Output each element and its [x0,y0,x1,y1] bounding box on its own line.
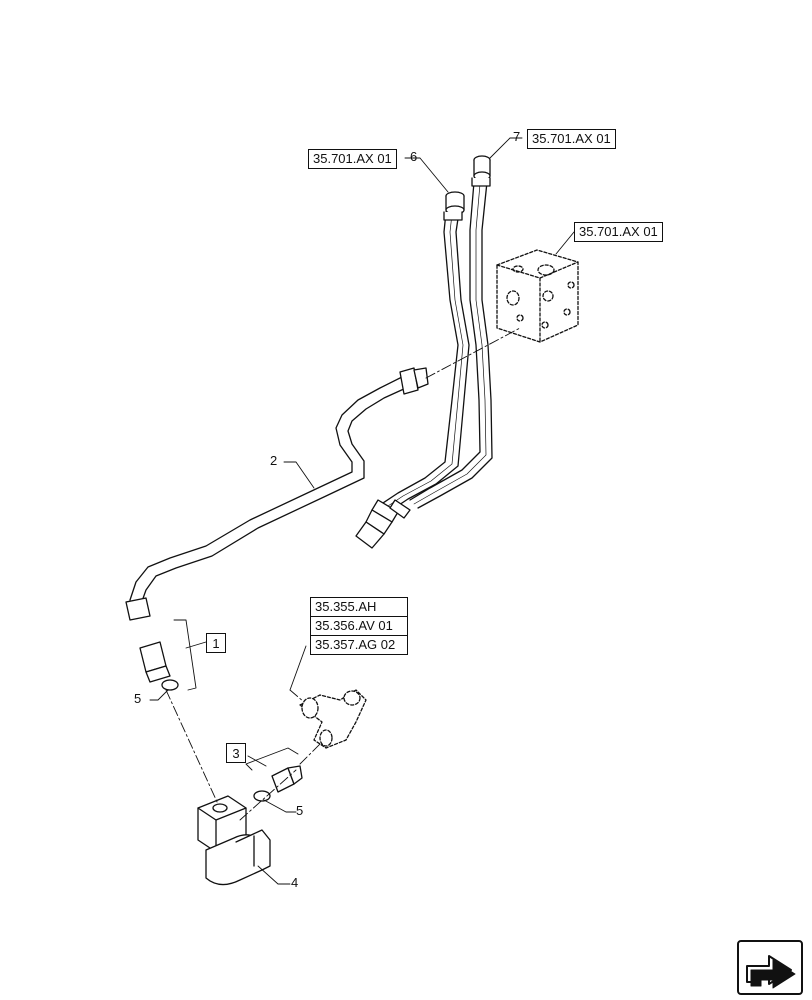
tube-6 [379,211,470,512]
tube-2-upper-fitting [399,367,429,395]
o-ring-5-upper [161,679,179,691]
callout-5-upper: 5 [134,691,142,706]
next-page-button[interactable] [737,940,803,995]
callout-2: 2 [270,453,278,468]
callout-7: 7 [513,129,521,144]
elbow-fitting [299,689,367,749]
tube-7 [409,181,493,509]
fitting-7 [471,155,491,187]
ref-box-tube-6[interactable]: 35.701.AX 01 [308,149,397,169]
callout-4: 4 [291,875,299,890]
callout-1: 1 [206,633,226,653]
tube-2-lower-fitting [125,597,151,621]
o-ring-5-lower [253,790,271,802]
tube-end-fittings [355,499,411,549]
ref-box-elbow-2[interactable]: 35.356.AV 01 [310,616,408,636]
ref-box-valve-block[interactable]: 35.701.AX 01 [574,222,663,242]
fitting-1 [139,641,171,683]
ref-box-elbow-3[interactable]: 35.357.AG 02 [310,635,408,655]
tube-2 [129,375,407,605]
callout-3: 3 [226,743,246,763]
fitting-6 [443,191,465,221]
ref-box-elbow-1[interactable]: 35.355.AH [310,597,408,617]
valve-block [496,249,579,343]
callout-5-lower: 5 [296,803,304,818]
ref-stack: 35.355.AH 35.356.AV 01 35.357.AG 02 [310,597,408,655]
ref-box-tube-7[interactable]: 35.701.AX 01 [527,129,616,149]
callout-6: 6 [410,149,418,164]
fitting-3 [271,765,303,793]
solenoid-valve-4 [197,795,271,886]
next-page-arrow-icon [746,955,796,989]
